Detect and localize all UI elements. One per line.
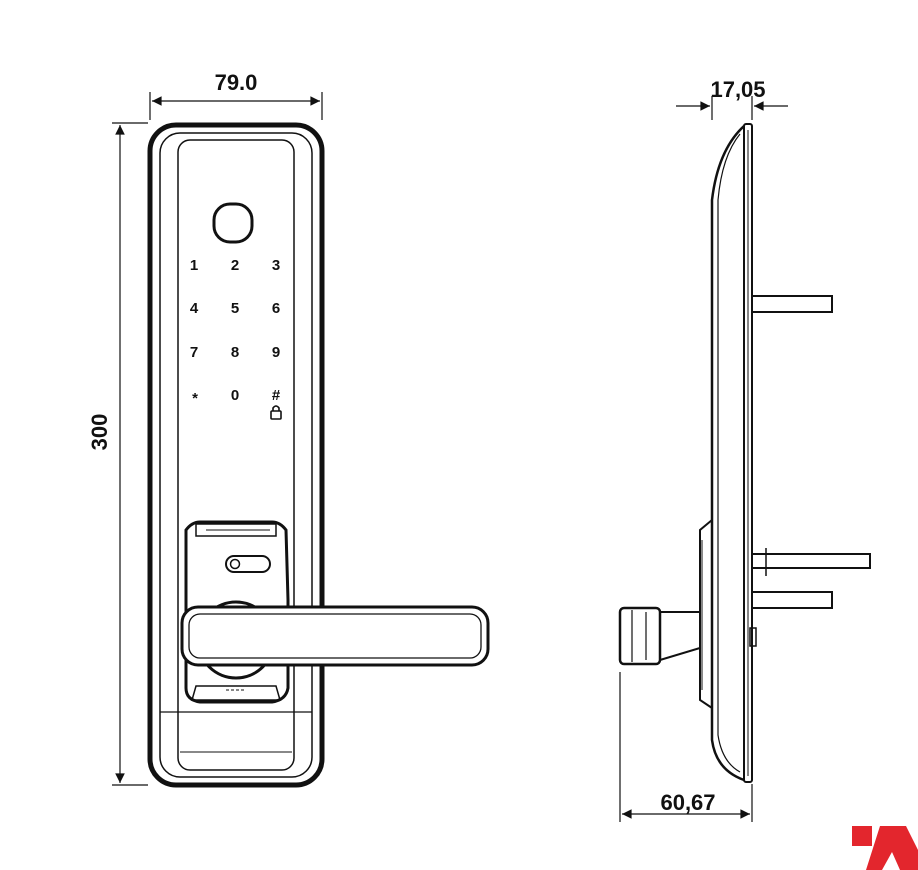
height-dimension-label: 300 — [87, 414, 112, 451]
mounting-bolt-upper — [751, 295, 833, 313]
mounting-bolt-lower — [751, 591, 833, 609]
key-2: 2 — [231, 257, 239, 274]
key-cylinder — [225, 555, 271, 573]
handle-end — [618, 606, 662, 666]
key-star: * — [192, 390, 198, 407]
key-4: 4 — [190, 300, 199, 317]
key-1: 1 — [190, 257, 198, 274]
fingerprint-sensor — [212, 202, 254, 244]
width-dimension-label: 79.0 — [215, 70, 258, 95]
front-view — [147, 122, 490, 788]
key-7: 7 — [190, 344, 198, 361]
key-6: 6 — [272, 300, 280, 317]
key-8: 8 — [231, 344, 239, 361]
depth-dimension-label: 60,67 — [660, 790, 715, 815]
lever-handle — [180, 605, 490, 667]
spindle — [751, 553, 871, 569]
front-dimensions — [112, 92, 323, 786]
side-dimensions — [619, 96, 788, 822]
keypad: 1 2 3 4 5 6 7 8 9 * 0 # — [190, 257, 282, 420]
key-hash: # — [272, 387, 281, 404]
key-3: 3 — [272, 257, 280, 274]
lock-icon — [270, 405, 282, 420]
key-5: 5 — [231, 300, 239, 317]
side-view — [618, 123, 871, 783]
key-9: 9 — [272, 344, 280, 361]
brand-logo — [852, 826, 918, 870]
key-0: 0 — [231, 387, 239, 404]
thickness-dimension-label: 17,05 — [710, 77, 765, 102]
